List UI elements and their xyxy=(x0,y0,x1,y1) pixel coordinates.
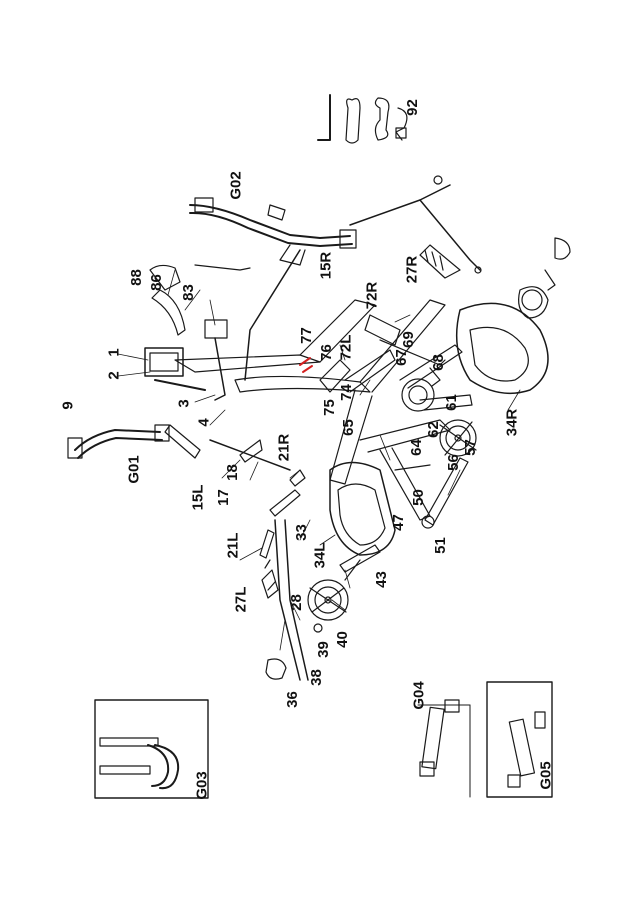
callout-28: 28 xyxy=(287,594,305,611)
callout-76: 76 xyxy=(317,344,335,361)
callout-17: 17 xyxy=(214,489,232,506)
callout-65: 65 xyxy=(339,419,357,436)
handle-post xyxy=(149,264,251,401)
main-frame xyxy=(174,299,473,521)
inset-G04 xyxy=(417,699,471,798)
callout-40: 40 xyxy=(333,631,351,648)
callout-G03: G03 xyxy=(193,771,211,800)
callout-83: 83 xyxy=(179,284,197,301)
callout-18: 18 xyxy=(223,464,241,481)
callout-2: 2 xyxy=(105,371,123,380)
callout-56: 56 xyxy=(444,454,462,471)
tools-group xyxy=(317,94,408,144)
crank xyxy=(339,544,381,581)
callout-57: 57 xyxy=(461,439,479,456)
callout-64: 64 xyxy=(407,439,425,456)
inset-G05 xyxy=(507,711,546,788)
cover-34R xyxy=(455,286,549,395)
callout-15L: 15L xyxy=(189,484,207,511)
seat-slider xyxy=(364,314,446,366)
cover-34L xyxy=(329,461,396,556)
callout-33: 33 xyxy=(292,524,310,541)
callout-3: 3 xyxy=(175,399,193,408)
wheel-67 xyxy=(401,367,441,412)
handlebar-G01 xyxy=(67,424,170,459)
callout-61: 61 xyxy=(442,394,460,411)
callout-34R: 34R xyxy=(503,408,521,437)
leader-lines xyxy=(117,269,521,651)
callout-75: 75 xyxy=(320,399,338,416)
callout-G05: G05 xyxy=(537,761,555,790)
upper-arm-G02 xyxy=(189,197,357,381)
callout-51: 51 xyxy=(431,537,449,554)
callout-27R: 27R xyxy=(403,255,421,284)
callout-21L: 21L xyxy=(224,532,242,559)
callout-72R: 72R xyxy=(363,281,381,310)
callout-47: 47 xyxy=(389,514,407,531)
left-lower-links xyxy=(164,424,306,487)
callout-62: 62 xyxy=(424,421,442,438)
rear-axle xyxy=(394,457,469,529)
callout-38: 38 xyxy=(307,669,325,686)
callout-69: 69 xyxy=(399,331,417,348)
callout-43: 43 xyxy=(372,571,390,588)
callout-G01: G01 xyxy=(125,455,143,484)
callout-74: 74 xyxy=(337,384,355,401)
left-arm xyxy=(259,489,309,681)
callout-4: 4 xyxy=(195,418,213,427)
pedal-left xyxy=(265,658,287,680)
seat-post xyxy=(299,349,396,393)
callout-G04: G04 xyxy=(410,681,428,710)
callout-50: 50 xyxy=(409,489,427,506)
callout-92: 92 xyxy=(403,99,421,116)
callout-36: 36 xyxy=(283,691,301,708)
callout-72L: 72L xyxy=(337,334,355,361)
callout-86: 86 xyxy=(147,274,165,291)
callout-1: 1 xyxy=(105,348,123,357)
callout-27L: 27L xyxy=(232,586,250,613)
inset-G03 xyxy=(99,737,180,790)
rear-assembly-right xyxy=(349,175,482,279)
callout-21R: 21R xyxy=(275,433,293,462)
callout-G02: G02 xyxy=(227,171,245,200)
callout-9: 9 xyxy=(59,401,77,410)
callout-15R: 15R xyxy=(317,251,335,280)
callout-88: 88 xyxy=(127,269,145,286)
callout-34L: 34L xyxy=(311,542,329,569)
flywheel-left xyxy=(307,579,349,633)
pedal-right xyxy=(544,237,571,291)
callout-68: 68 xyxy=(429,354,447,371)
callout-77: 77 xyxy=(297,327,315,344)
callout-39: 39 xyxy=(314,641,332,658)
flywheel-right xyxy=(439,419,477,457)
callout-67: 67 xyxy=(392,349,410,366)
console xyxy=(144,347,206,391)
